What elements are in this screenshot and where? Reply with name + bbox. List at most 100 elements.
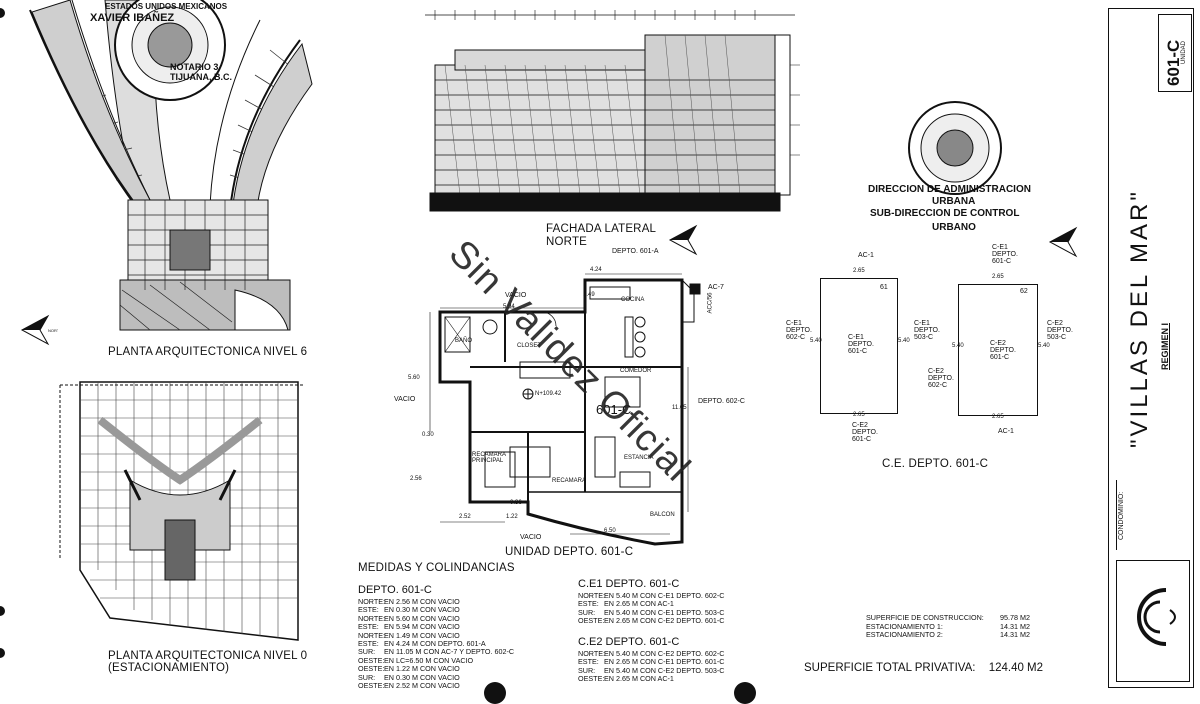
colindancia-description: EN 2.65 M CON C-E2 DEPTO. 601-C bbox=[604, 616, 725, 626]
dim-width: 5.94 bbox=[503, 304, 515, 310]
colindancia-description: EN 4.24 M CON DEPTO. 601-A bbox=[384, 639, 486, 649]
unit-level: N+109.42 bbox=[535, 391, 562, 397]
colindancia-direction: NORTE: bbox=[578, 649, 606, 658]
stamp-line-4: URBANO bbox=[932, 222, 976, 233]
unit-vacio-bottom: VACIO bbox=[520, 534, 542, 541]
colindancia-row: ESTE:EN 2.65 M CON AC-1 bbox=[578, 599, 725, 609]
colindancia-description: EN 11.05 M CON AC-7 Y DEPTO. 602-C bbox=[384, 647, 515, 657]
colindancia-description: EN 2.65 M CON AC-1 bbox=[604, 674, 674, 684]
colindancia-row: NORTE:EN 1.49 M CON VACIO bbox=[358, 630, 514, 640]
colindancia-description: EN 2.65 M CON AC-1 bbox=[604, 599, 674, 609]
dim-height-left: 5.60 bbox=[408, 375, 420, 381]
colindancia-row: SUR: EN 0.30 M CON VACIO bbox=[358, 672, 514, 682]
notary-seal bbox=[114, 0, 226, 101]
room-recamara: RECAMARA bbox=[552, 478, 587, 484]
superficie-total: SUPERFICIE TOTAL PRIVATIVA: 124.40 M2 bbox=[804, 662, 1043, 674]
ce-right-dim-right: 5.40 bbox=[1038, 343, 1050, 349]
colindancia-direction: SUR: bbox=[578, 607, 596, 617]
superficie-row: ESTACIONAMIENTO 1: 14.31 M2 bbox=[866, 621, 1030, 632]
colindancia-description: EN 0.30 M CON VACIO bbox=[384, 672, 460, 682]
colindancia-description: EN 1.49 M CON VACIO bbox=[384, 630, 460, 640]
seal-top-text: ESTADOS UNIDOS MEXICANOS bbox=[105, 2, 228, 11]
colindancia-direction: SUR: bbox=[358, 672, 376, 682]
room-balcon: BALCON bbox=[650, 512, 675, 518]
title-condo-label: CONDOMINIO: bbox=[1118, 491, 1125, 540]
medidas-ce2-block: C.E2 DEPTO. 601-C NORTE:EN 5.40 M CON C-… bbox=[578, 636, 725, 684]
colindancia-row: ESTE:EN 5.94 M CON VACIO bbox=[358, 622, 514, 632]
colindancia-direction: NORTE: bbox=[578, 591, 606, 600]
room-closet: CLOSET bbox=[517, 343, 542, 349]
title-project-name: "VILLAS DEL MAR" bbox=[1126, 189, 1153, 448]
binder-hole bbox=[484, 682, 506, 704]
ce-right-dim-top: 2.65 bbox=[992, 274, 1004, 280]
colindancia-row: NORTE:EN 2.56 M CON VACIO bbox=[358, 597, 514, 606]
colindancia-description: EN 1.22 M CON VACIO bbox=[384, 664, 460, 674]
ce-left-center: C-E1 DEPTO. 601-C bbox=[848, 334, 874, 355]
colindancia-row: SUR: EN 5.40 M CON C-E2 DEPTO. 503-C bbox=[578, 665, 725, 675]
ce-ac1-top: AC-1 bbox=[858, 252, 874, 259]
superficie-label: ESTACIONAMIENTO 1: bbox=[866, 621, 943, 631]
plan-level-0-drawing bbox=[59, 381, 305, 641]
colindancia-direction: OESTE: bbox=[578, 616, 605, 626]
dim-top: 4.24 bbox=[590, 267, 602, 273]
ce-left-right: C-E1 DEPTO. 503-C bbox=[914, 320, 940, 341]
colindancia-description: EN 5.40 M CON C-E1 DEPTO. 602-C bbox=[604, 591, 725, 600]
room-recamara-principal: RECAMARA PRINCIPAL bbox=[472, 452, 506, 464]
ce-left-left: C-E1 DEPTO. 602-C bbox=[786, 320, 812, 341]
colindancia-row: NORTE:EN 5.40 M CON C-E1 DEPTO. 602-C bbox=[578, 591, 725, 600]
north-arrow-icon bbox=[1048, 226, 1078, 258]
colindancia-direction: NORTE: bbox=[358, 597, 386, 606]
binder-hole bbox=[0, 8, 5, 18]
colindancia-description: EN LC=6.50 M CON VACIO bbox=[384, 655, 474, 665]
unit-vacio-top: VACIO bbox=[505, 292, 527, 299]
title-unit-caption: UNIDAD bbox=[1181, 40, 1187, 64]
colindancia-row: ESTE: EN 4.24 M CON DEPTO. 601-A bbox=[358, 639, 514, 649]
colindancia-description: EN 2.65 M CON C-E1 DEPTO. 601-C bbox=[604, 657, 725, 667]
colindancia-direction: ESTE: bbox=[578, 657, 599, 667]
colindancia-direction: OESTE: bbox=[578, 674, 605, 684]
colindancia-row: OESTE:EN 1.22 M CON VACIO bbox=[358, 664, 514, 674]
title-regime: REGIMEN I bbox=[1160, 322, 1170, 370]
dim-122: 1.22 bbox=[506, 514, 518, 520]
unit-plan-title: UNIDAD DEPTO. 601-C bbox=[505, 546, 634, 558]
facade-drawing bbox=[425, 10, 800, 212]
superficie-value: 95.78 M2 bbox=[1000, 613, 1030, 622]
unit-depto-601a: DEPTO. 601-A bbox=[612, 248, 659, 255]
colindancia-direction: SUR: bbox=[578, 665, 596, 675]
medidas-depto-heading: DEPTO. 601-C bbox=[358, 584, 432, 596]
superficie-label: SUPERFICIE DE CONSTRUCCION: bbox=[866, 613, 984, 622]
seal-name-text: XAVIER IBAÑEZ bbox=[90, 12, 175, 24]
binder-hole bbox=[0, 648, 5, 658]
stamp-line-2: URBANA bbox=[932, 196, 976, 207]
colindancia-description: EN 2.56 M CON VACIO bbox=[384, 597, 460, 606]
colindancia-row: OESTE:EN LC=6.50 M CON VACIO bbox=[358, 655, 514, 665]
colindancia-description: EN 5.40 M CON C-E2 DEPTO. 503-C bbox=[604, 665, 725, 675]
superficie-total-label: SUPERFICIE TOTAL PRIVATIVA: bbox=[804, 662, 976, 674]
dim-149: 1.49 bbox=[583, 292, 595, 298]
colindancia-description: EN 5.60 M CON VACIO bbox=[384, 613, 460, 623]
plan-level-0-subtitle: (ESTACIONAMIENTO) bbox=[108, 662, 230, 674]
colindancia-row: OESTE:EN 2.65 M CON C-E2 DEPTO. 601-C bbox=[578, 616, 725, 626]
colindancia-direction: ESTE: bbox=[358, 639, 379, 649]
dim-030: 0.30 bbox=[422, 432, 434, 438]
north-arrow-icon bbox=[668, 224, 698, 256]
unit-acc: ACC/56 bbox=[707, 292, 714, 314]
colindancia-direction: SUR: bbox=[358, 647, 376, 657]
ce-left-box bbox=[820, 278, 898, 414]
ce-left-dim-bottom: 2.65 bbox=[853, 412, 865, 418]
medidas-title: MEDIDAS Y COLINDANCIAS bbox=[358, 562, 515, 574]
ce-left-dim-left: 5.40 bbox=[810, 338, 822, 344]
colindancia-direction: OESTE: bbox=[358, 664, 385, 674]
ce-right-dim-bottom: 2.65 bbox=[992, 414, 1004, 420]
unit-plan-drawing bbox=[429, 273, 701, 546]
title-block bbox=[1108, 8, 1194, 688]
plan-level-6-title: PLANTA ARQUITECTONICA NIVEL 6 bbox=[108, 346, 308, 358]
superficie-total-value: 124.40 M2 bbox=[988, 662, 1044, 674]
facade-title-1: FACHADA LATERAL bbox=[546, 223, 657, 235]
superficie-value: 14.31 M2 bbox=[1000, 621, 1030, 631]
colindancia-description: EN 5.94 M CON VACIO bbox=[384, 622, 460, 632]
title-divider bbox=[1116, 480, 1117, 550]
ce-right-box bbox=[958, 284, 1038, 416]
svg-text:NORTE: NORTE bbox=[48, 328, 58, 333]
colindancia-direction: OESTE: bbox=[358, 681, 385, 691]
